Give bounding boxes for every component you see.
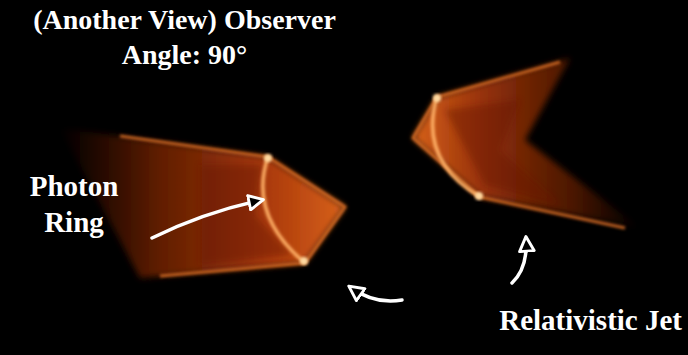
leader-arrow [350,287,402,301]
jet-label: Relativistic Jet [397,302,682,338]
leader-arrow [512,238,526,283]
photon-ring-label: Photon Ring [4,168,144,241]
leader-arrow [152,200,262,238]
right-jet [413,58,640,228]
left-jet [60,128,345,278]
view-title: (Another View) Observer Angle: 90° [12,2,357,72]
